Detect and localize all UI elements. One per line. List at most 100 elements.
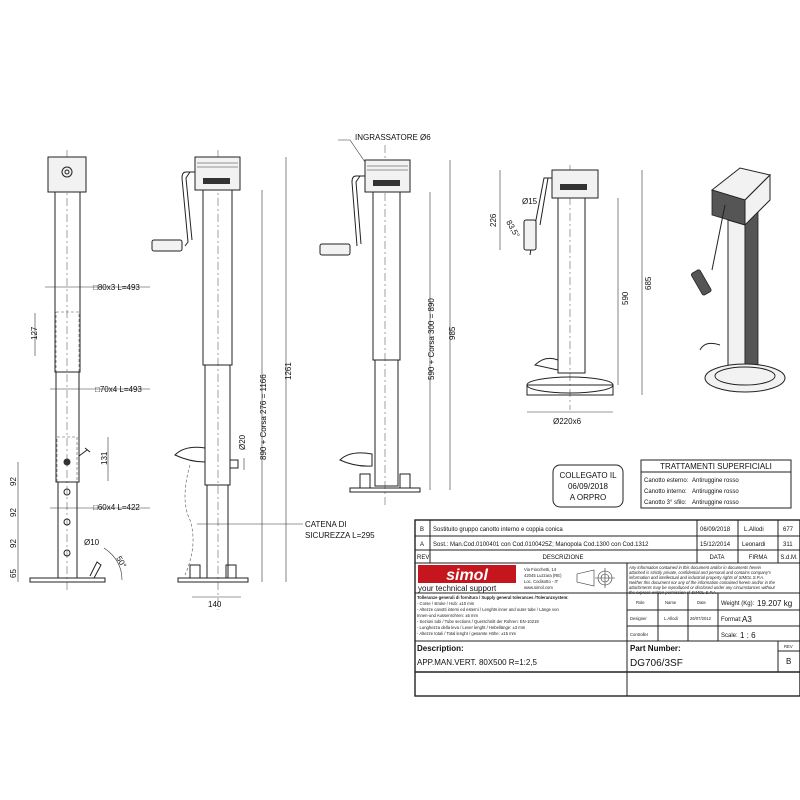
designer-name: L.Allodi [664,616,678,621]
stroke-dim: 890 + Corsa 276 = 1166 [259,374,268,460]
tolerance-line: - Corse / stroke / Hub: ±10 mm [417,601,475,606]
revision-row: B Sostituito gruppo canotto interno e co… [420,527,794,533]
simol-logo [418,565,516,583]
disclaimer-line: Neither this document nor any of the inf… [629,580,776,585]
address-line: Via Fiocchetti, 14 [524,567,557,572]
grease-nipple-label: INGRASSATORE Ø6 [355,133,431,142]
treatment-value: Antiruggine rosso [692,478,739,484]
address-line: Loc. Codisotto - IT [524,579,559,584]
stamp-text: A ORPRO [570,493,606,502]
date-header: Date [697,600,707,605]
crank-height-dim: 226 [489,213,498,227]
simol-logo-plate [560,184,587,190]
name-header: Name [665,600,677,605]
stamp-text: COLLEGATO IL [559,471,617,480]
rev-label: REV [784,644,793,649]
role-header: Role [636,600,645,605]
description-label: Description: [417,644,464,653]
tolerance-line: Innen-und Aussenrohren: ±5 mm [417,613,478,618]
surface-treatments-table: TRATTAMENTI SUPERFICIALI Canotto esterno… [640,459,792,509]
rev-code: B [420,527,424,533]
sdm-header: S.d.M. [780,555,798,561]
plate-dim: Ø220x6 [553,417,582,426]
simol-logo-plate [373,180,400,186]
treatments-title: TRATTAMENTI SUPERFICIALI [660,462,772,471]
address-line: www.simol.com [524,585,553,590]
part-number-value: DG706/3SF [630,658,683,669]
base-height-dim: 65 [9,569,18,578]
isometric-view [691,167,786,393]
outer-tube [54,191,81,373]
weight-value: 19.207 kg [757,599,792,608]
orpro-stamp: COLLEGATO IL 06/09/2018 A ORPRO [552,464,624,508]
format-label: Format: [721,617,742,623]
rev-code: A [420,542,424,548]
rev-sign: L.Allodi [744,527,764,533]
revision-header: REV DESCRIZIONE DATA FIRMA S.d.M. [417,555,798,561]
sign-header: FIRMA [749,555,768,561]
side-view-extended: 890 + Corsa 276 = 1166 1261 Ø20 140 CATE… [151,150,375,610]
inner-tube-dim: □70x4 L=493 [95,385,142,394]
tolerance-line: - Altezze totali / Total lenght / gesamt… [417,631,517,636]
tolerance-line: - Lunghezza della leva / Lever lenght / … [417,625,526,630]
pin-angle-dim: 50° [114,555,128,570]
tube-length-dim: 590 [621,291,630,305]
pin-zone-dim: 131 [100,451,109,465]
hole-pitch-dim: 92 [9,539,18,548]
format-value: A3 [742,615,752,624]
pin-dia-dim: Ø10 [84,538,100,547]
pin-dia-dim: Ø20 [238,434,247,450]
crank-handle [151,239,183,252]
desc-header: DESCRIZIONE [542,555,583,561]
scale-value: 1 : 6 [740,631,756,640]
chain-label: SICUREZZA L=295 [305,531,375,540]
controller-label: Controller [630,632,649,637]
rev-sdm: 677 [783,527,794,533]
stamp-text: 06/09/2018 [568,482,609,491]
disclaimer-line: the express written permission of SIMOL … [629,590,717,595]
gearbox-head [194,156,241,191]
description-value: APP.MAN.VERT. 80X500 R=1:2,5 [417,658,538,667]
weight-label: Weight (Kg): [721,601,755,607]
rev-desc: Sost.: Man.Cod.0100401 con Cod.0100425Z;… [433,542,649,548]
disclaimer-line: attached is strictly private, confidenti… [629,570,772,575]
projection-symbol-icon [576,568,615,588]
base-width-dim: 140 [208,600,222,609]
tolerances-title: Tolleranze generali di fornitura / Suppl… [417,595,569,600]
title-block: B Sostituito gruppo canotto interno e co… [414,519,800,697]
third-tube-dim: □60x4 L=422 [93,503,140,512]
tolerance-line: - Sezioni tubi / Tube sections / Quersch… [417,619,539,624]
treatment-value: Antiruggine rosso [692,500,739,506]
date-header: DATA [709,555,724,561]
base-plate [29,577,106,583]
stroke-dim: 590 + Corsa 300 = 890 [427,298,436,380]
rev-sdm: 311 [783,542,793,548]
rev-value: B [786,657,791,666]
total-height-dim: 685 [644,276,653,290]
tolerance-line: - Altezze canotti interni ed esterni / L… [417,607,559,612]
designer-date: 26/07/2012 [690,616,712,621]
part-number-label: Part Number: [630,644,681,653]
third-tube [57,481,78,579]
overlap-dim: 127 [30,326,39,340]
logo-text: simol [446,567,488,584]
total-height-dim: 1261 [284,362,293,380]
rev-header: REV [417,555,429,561]
treatment-value: Antiruggine rosso [692,489,739,495]
disclaimer-line: attachments may be reproduced or disclos… [629,585,776,590]
chain-label: CATENA DI [305,520,347,529]
side-view-retracted: INGRASSATORE Ø6 590 + Corsa 300 = 890 98… [319,133,457,505]
treatment-label: Canotto 3° sfilo: [644,500,687,506]
rev-sign: Leonardi [742,542,765,548]
disclaimer-line: information and intellectual and industr… [629,575,764,580]
rev-date: 15/12/2014 [700,542,731,548]
crank-handle [319,243,351,256]
address-line: 42045 Luzzara (RE) [524,573,562,578]
outer-tube-dim: □80x3 L=493 [93,283,140,292]
tagline: your technical support [418,584,497,593]
revision-row: A Sost.: Man.Cod.0100401 con Cod.0100425… [420,542,793,548]
hole-pitch-dim: 92 [9,477,18,486]
footplate-view: 226 83,5° Ø15 590 685 Ø220x6 [489,165,653,426]
pin-hole [63,458,71,466]
